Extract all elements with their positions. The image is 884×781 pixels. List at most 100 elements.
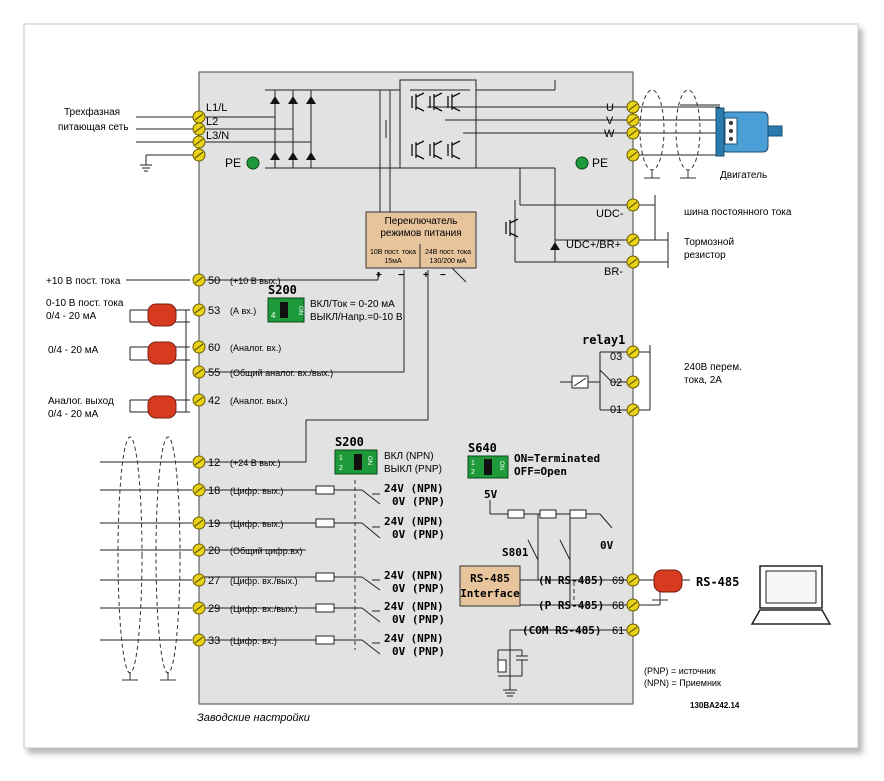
s200-mid-line1: ВКЛ (NPN) bbox=[384, 451, 434, 462]
terminal-description: (Цифр. вх./вых.) bbox=[230, 576, 298, 586]
terminal-number: 29 bbox=[208, 603, 220, 615]
terminal-description: (Общий аналог. вх./вых.) bbox=[230, 368, 333, 378]
pe-left-label: PE bbox=[225, 156, 241, 170]
right-terminals bbox=[626, 100, 640, 637]
level-npn: 24V (NPN) bbox=[384, 515, 444, 528]
relay-coil-slash bbox=[573, 377, 587, 387]
supply-label-2: питающая сеть bbox=[58, 122, 129, 133]
mode-switch-title-1: Переключатель bbox=[385, 216, 458, 227]
ao42-label-1: Аналог. выход bbox=[48, 396, 114, 407]
ai60-label: 0/4 - 20 мА bbox=[48, 345, 99, 356]
rs485-interface-box: RS-485 Interface bbox=[459, 565, 521, 607]
terminal-udc-minus-label: UDC- bbox=[596, 208, 624, 220]
s200-top-title: S200 bbox=[268, 283, 297, 297]
pe-grounds: PE PE bbox=[225, 156, 608, 170]
mode-switch-plus-right: + bbox=[423, 270, 429, 281]
rs485-external-label: RS-485 bbox=[696, 575, 739, 589]
mode-switch-left-2: 15мA bbox=[384, 258, 402, 265]
legend-npn: (NPN) = Приемник bbox=[644, 678, 721, 688]
dc-bus-note: шина постоянного тока bbox=[684, 207, 792, 218]
motor-icon bbox=[715, 107, 783, 157]
s640-line2: OFF=Open bbox=[514, 465, 567, 478]
drive-panel bbox=[198, 71, 634, 705]
s640-num2: 2 bbox=[471, 469, 475, 476]
level-npn: 24V (NPN) bbox=[384, 482, 444, 495]
level-npn: 24V (NPN) bbox=[384, 632, 444, 645]
relay-title: relay1 bbox=[582, 333, 625, 347]
output-terminal bbox=[626, 100, 640, 114]
mode-switch-right-1: 24В пост. тока bbox=[425, 249, 471, 256]
terminal-description: (А вх.) bbox=[230, 306, 256, 316]
terminal-number: 60 bbox=[208, 342, 220, 354]
input-resistors bbox=[315, 485, 587, 673]
terminal-number: 19 bbox=[208, 518, 220, 530]
mode-switch-right-2: 130/200 мA bbox=[430, 258, 467, 265]
output-terminal bbox=[626, 198, 640, 212]
terminal-udc-plus-label: UDC+/BR+ bbox=[566, 239, 621, 251]
control-terminal bbox=[192, 340, 206, 354]
mode-switch-minus-left: − bbox=[398, 270, 404, 281]
level-pnp: 0V (PNP) bbox=[392, 528, 445, 541]
rectifier-diodes bbox=[270, 96, 560, 250]
ai53-label-2: 0/4 - 20 мА bbox=[46, 311, 97, 322]
mode-switch-plus-left: + bbox=[376, 270, 382, 281]
s640-title: S640 bbox=[468, 441, 497, 455]
terminal-number: 27 bbox=[208, 575, 220, 587]
s200-mid-switch: S200 ON 1 2 ВКЛ (NPN) ВЫКЛ (PNP) bbox=[334, 435, 442, 475]
rs485-p-label: (P RS-485) bbox=[538, 599, 604, 612]
level-pnp: 0V (PNP) bbox=[392, 613, 445, 626]
control-terminal bbox=[192, 543, 206, 557]
s200-mid-line2: ВЫКЛ (PNP) bbox=[384, 464, 442, 475]
control-terminal bbox=[192, 516, 206, 530]
terminal-description: (+24 В вых.) bbox=[230, 458, 281, 468]
pe-right-label: PE bbox=[592, 156, 608, 170]
terminal-v-label: V bbox=[606, 115, 614, 127]
output-terminal bbox=[626, 126, 640, 140]
relay-01: 01 bbox=[610, 404, 622, 416]
control-terminal bbox=[192, 573, 206, 587]
mode-switch-title-2: режимов питания bbox=[380, 228, 461, 239]
terminal-number: 12 bbox=[208, 457, 220, 469]
s200-mid-on: ON bbox=[366, 456, 372, 465]
s801-label: S801 bbox=[502, 546, 529, 559]
control-terminal bbox=[192, 633, 206, 647]
relay-03: 03 bbox=[610, 351, 622, 363]
relay-note-2: тока, 2A bbox=[684, 375, 722, 386]
terminal-number: 55 bbox=[208, 367, 220, 379]
brake-note-2: резистор bbox=[684, 250, 726, 261]
s200-mid-title: S200 bbox=[335, 435, 364, 449]
output-terminal bbox=[626, 113, 640, 127]
s200-top-line2: ВЫКЛ/Напр.=0-10 В bbox=[310, 312, 403, 323]
control-terminal bbox=[192, 483, 206, 497]
s640-switch: S640 ON 1 2 ON=Terminated OFF=Open bbox=[467, 441, 600, 479]
s200-top-switch: S200 ON 4 ВКЛ/Ток = 0-20 мА ВЫКЛ/Напр.=0… bbox=[267, 283, 403, 323]
relay-02: 02 bbox=[610, 377, 622, 389]
output-terminal bbox=[626, 233, 640, 247]
output-terminal bbox=[626, 255, 640, 269]
supply-terminal bbox=[192, 135, 206, 149]
terminal-description: (Цифр. вых.) bbox=[230, 519, 283, 529]
output-terminal bbox=[626, 598, 640, 612]
ferrite-beads bbox=[147, 303, 683, 593]
terminal-description: (Общий цифр.вх) bbox=[230, 546, 302, 556]
s200-mid-num1: 1 bbox=[339, 455, 343, 462]
s200-top-on: ON bbox=[297, 306, 303, 315]
rs485-com-label: (COM RS-485) bbox=[522, 624, 601, 637]
rs485-com-num: 61 bbox=[612, 625, 624, 637]
igbt-symbols bbox=[411, 92, 519, 238]
ground-symbols bbox=[122, 170, 696, 681]
digital-level-labels: 24V (NPN)0V (PNP)24V (NPN)0V (PNP)24V (N… bbox=[384, 482, 445, 658]
output-terminal bbox=[626, 148, 640, 162]
supply-label-1: Трехфазная bbox=[64, 106, 120, 118]
output-terminal bbox=[626, 573, 640, 587]
s640-num1: 1 bbox=[471, 460, 475, 467]
rs485-box-line2: Interface bbox=[460, 587, 520, 600]
legend-pnp: (PNP) = источник bbox=[644, 666, 716, 676]
s640-line1: ON=Terminated bbox=[514, 452, 600, 465]
terminal-description: (Цифр. вх.) bbox=[230, 636, 277, 646]
mode-switch-left-1: 10В пост. тока bbox=[370, 249, 416, 256]
control-terminal bbox=[192, 455, 206, 469]
brake-note-1: Тормозной bbox=[684, 237, 734, 248]
